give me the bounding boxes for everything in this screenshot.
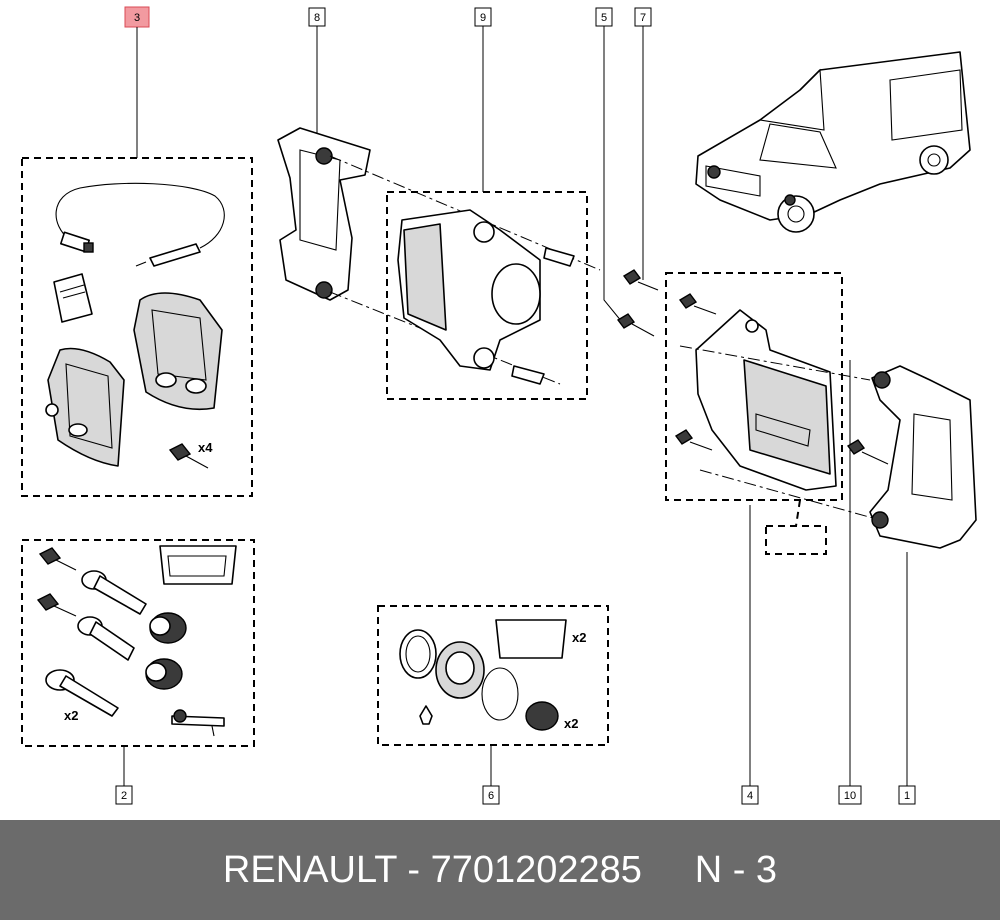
callout-9[interactable]: 9 <box>474 7 492 27</box>
caliper-bolt-icon-2 <box>511 365 545 385</box>
seal-kit-icons <box>399 619 567 731</box>
bleed-screw-icon <box>616 313 655 337</box>
callout-7[interactable]: 7 <box>634 7 652 27</box>
callout-1[interactable]: 1 <box>898 785 916 805</box>
callout-10[interactable]: 10 <box>838 785 862 805</box>
long-guide-pin-icon <box>45 669 119 717</box>
footer-part-number: 7701202285 <box>430 848 642 891</box>
mounting-bolt-icon-2 <box>678 293 717 315</box>
callout-8[interactable]: 8 <box>308 7 326 27</box>
axis-upper-right <box>679 345 871 381</box>
instruction-notice-icon <box>53 273 93 323</box>
placeholder-frame <box>765 525 827 555</box>
caliper-bracket-left <box>277 127 371 301</box>
footer-bar: RENAULT - 7701202285 N - 3 <box>0 820 1000 920</box>
footer-brand: RENAULT <box>222 848 397 891</box>
svg-text:8: 8 <box>314 12 320 24</box>
caliper-bolt-icon <box>543 247 575 267</box>
qty-x4: x4 <box>198 440 213 455</box>
mounting-bolt-icon <box>622 269 659 291</box>
brake-pad-rear-icon <box>133 292 223 411</box>
mounting-bolt-icon-3 <box>674 429 713 451</box>
guide-bolt-icon-2 <box>36 593 77 617</box>
svg-text:6: 6 <box>488 790 494 802</box>
placeholder-link <box>795 499 801 527</box>
callout-3[interactable]: 3 <box>124 6 150 28</box>
leader-lines <box>123 26 908 786</box>
qty-x2-pins: x2 <box>64 708 78 723</box>
footer-separator: - <box>407 848 420 891</box>
axis-lower-right <box>699 469 881 521</box>
kit-4-frame <box>665 272 843 501</box>
svg-text:2: 2 <box>121 790 127 802</box>
callout-2[interactable]: 2 <box>115 785 133 805</box>
callout-5[interactable]: 5 <box>595 7 613 27</box>
vehicle-illustration <box>695 51 971 233</box>
brake-caliper-exploded-diagram: 3 8 9 5 7 2 6 4 10 1 <box>21 6 977 805</box>
svg-text:5: 5 <box>601 12 607 24</box>
qty-x2-grease: x2 <box>572 630 586 645</box>
rubber-boot-icon <box>149 612 187 644</box>
svg-text:9: 9 <box>480 12 486 24</box>
bracket-bolt-icon <box>846 439 889 465</box>
svg-text:1: 1 <box>904 790 910 802</box>
wear-sensor-wire <box>55 182 225 267</box>
qty-x2-boots: x2 <box>564 716 578 731</box>
svg-text:4: 4 <box>747 790 753 802</box>
svg-text:3: 3 <box>134 12 140 24</box>
caliper-body-left <box>397 209 541 371</box>
clip-bracket-icon <box>171 709 225 737</box>
svg-text:10: 10 <box>844 790 856 802</box>
footer-caption: RENAULT - 7701202285 N - 3 <box>223 849 777 892</box>
kit-3-frame <box>21 157 253 497</box>
kit-9-frame <box>386 191 588 400</box>
caliper-bracket-right <box>869 365 977 549</box>
callout-6[interactable]: 6 <box>482 785 500 805</box>
guide-pin-icon <box>81 570 147 615</box>
footer-diagram-ref: N - 3 <box>694 848 778 891</box>
guide-bolt-icon <box>38 547 77 571</box>
brake-pad-front-icon <box>45 347 125 467</box>
caliper-body-right <box>695 309 837 491</box>
kit-6-frame <box>377 605 609 746</box>
guide-pin-icon-2 <box>77 616 135 661</box>
rubber-boot-icon-2 <box>145 658 183 690</box>
kit-2-frame <box>21 539 255 747</box>
grease-sachet-icon <box>159 545 237 585</box>
bolt-icon <box>168 443 209 469</box>
callout-4[interactable]: 4 <box>741 785 759 805</box>
svg-text:7: 7 <box>640 12 646 24</box>
